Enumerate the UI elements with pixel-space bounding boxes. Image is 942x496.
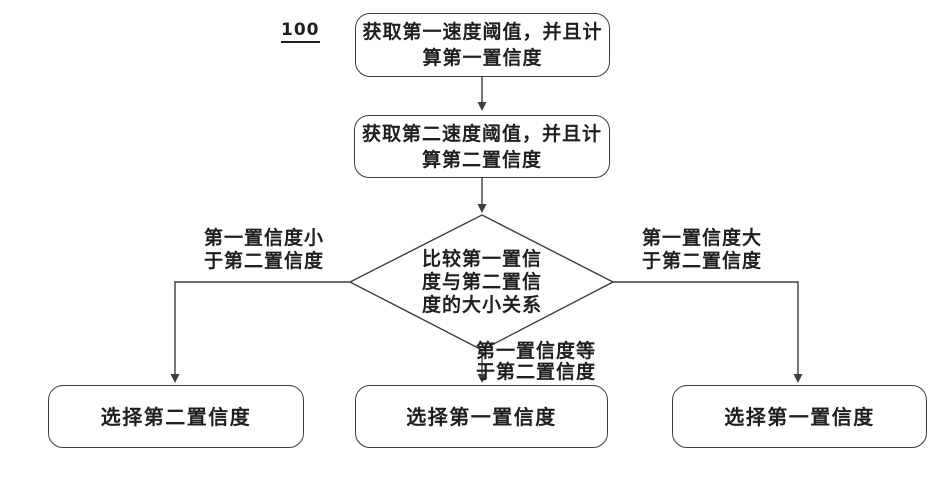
arrowhead-step2-decision	[477, 204, 487, 213]
figure-ref-label: 100	[281, 20, 320, 43]
connector-branch-greater	[613, 281, 799, 375]
node-result-equal-text: 选择第一置信度	[406, 404, 557, 429]
node-step1: 获取第一速度阈值，并且计 算第一置信度	[355, 13, 610, 77]
decision-text-content: 比较第一置信 度与第二置信 度的大小关系	[421, 247, 542, 316]
connector-branch-less	[174, 281, 350, 375]
node-result-less: 选择第二置信度	[48, 385, 304, 448]
node-result-equal: 选择第一置信度	[355, 385, 608, 448]
branch-label-greater: 第一置信度大 于第二置信度	[641, 227, 762, 272]
arrowhead-step1-step2	[477, 102, 487, 111]
arrowhead-branch-equal	[477, 374, 487, 383]
branch-label-equal: 第一置信度等 于第二置信度	[475, 340, 596, 383]
node-step1-text: 获取第一速度阈值，并且计 算第一置信度	[362, 21, 603, 69]
node-result-greater-text: 选择第一置信度	[724, 404, 875, 429]
node-step2: 获取第二速度阈值，并且计 算第二置信度	[354, 115, 610, 178]
node-result-greater: 选择第一置信度	[672, 385, 927, 448]
node-step2-text: 获取第二速度阈值，并且计 算第二置信度	[361, 122, 602, 171]
branch-label-less: 第一置信度小 于第二置信度	[203, 227, 324, 272]
arrowhead-branch-greater	[793, 374, 803, 383]
arrowhead-branch-less	[170, 374, 180, 383]
decision-node-text: 比较第一置信 度与第二置信 度的大小关系	[400, 246, 564, 318]
node-result-less-text: 选择第二置信度	[100, 404, 252, 429]
